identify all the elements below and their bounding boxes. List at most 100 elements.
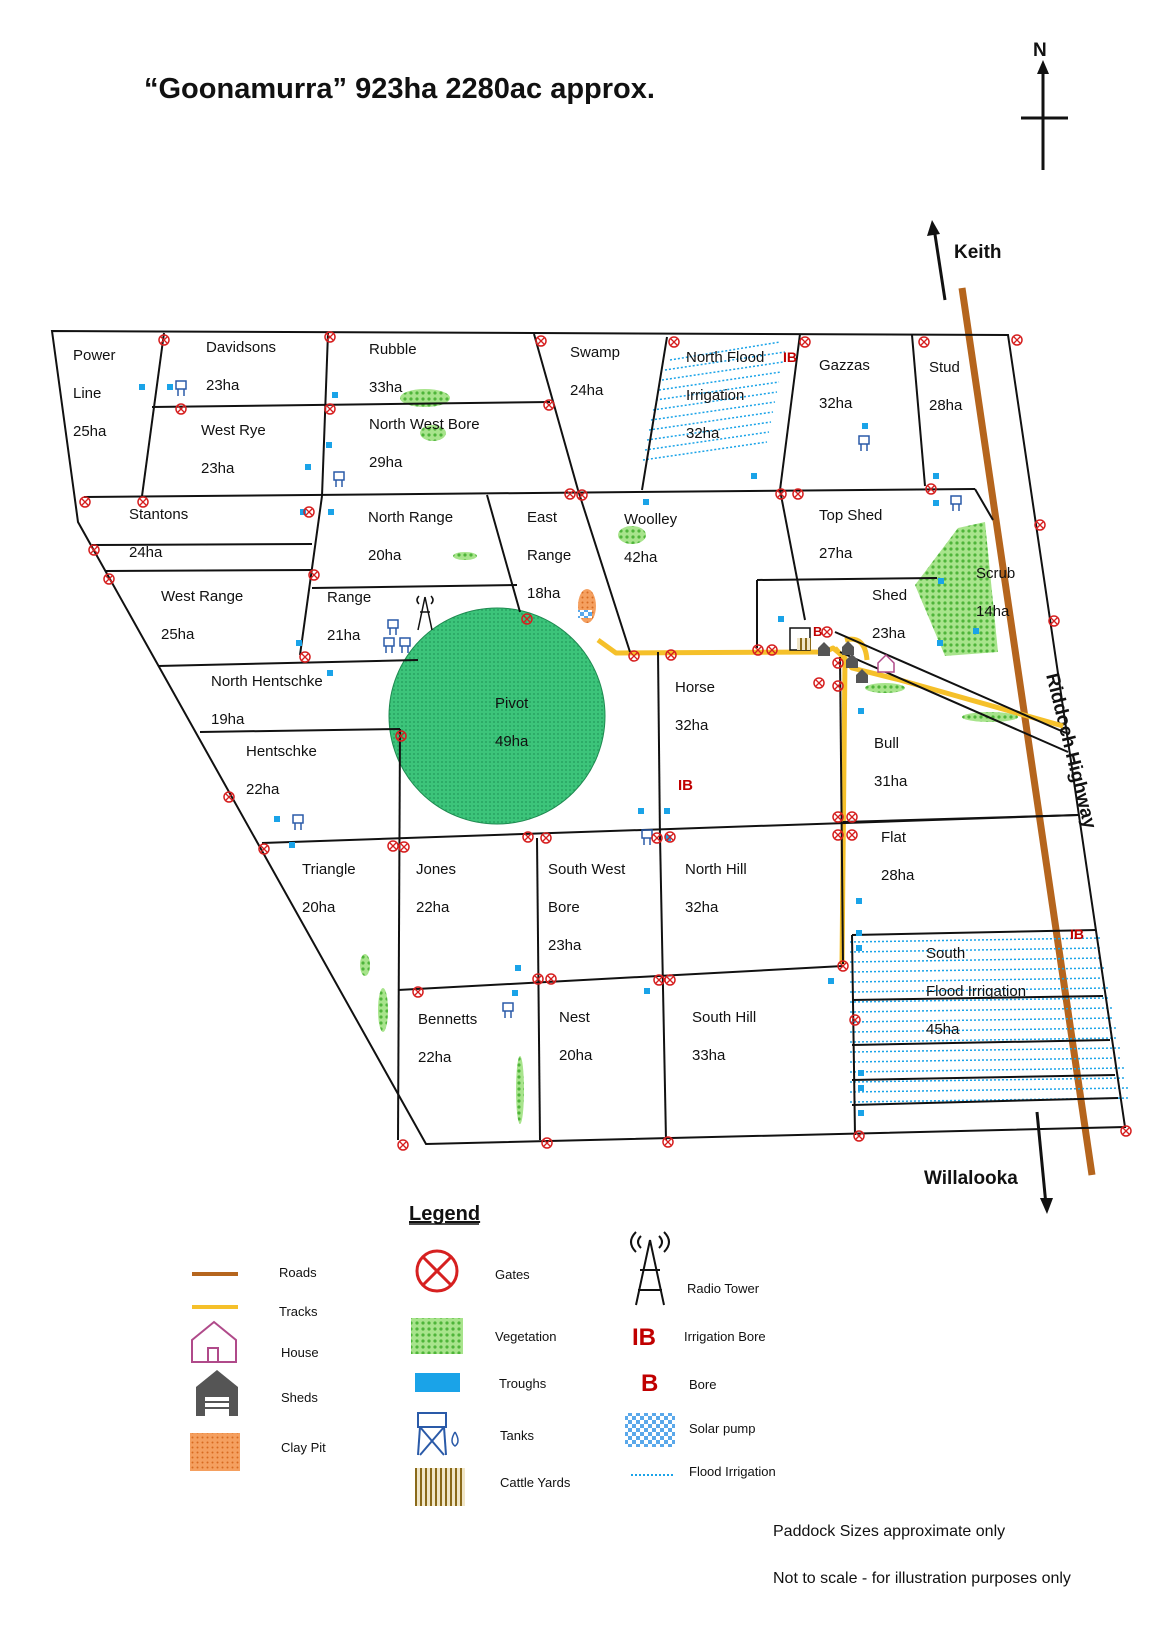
legend-flood-irrigation-label: Flood Irrigation: [689, 1464, 776, 1479]
gate-marker: [832, 657, 844, 669]
gate-marker: [223, 791, 235, 803]
legend-tracks-label: Tracks: [279, 1304, 318, 1319]
gate-marker: [766, 644, 778, 656]
paddock-north-flood-name2: Irrigation: [686, 387, 744, 404]
legend-house-label: House: [281, 1345, 319, 1360]
legend-sheds-label: Sheds: [281, 1390, 318, 1405]
paddock-jones-size: 22ha: [416, 899, 450, 916]
gate-marker: [541, 1137, 553, 1149]
paddock-north-flood-name: North Flood: [686, 349, 764, 366]
gate-marker: [832, 680, 844, 692]
gate-marker: [532, 973, 544, 985]
paddock-scrub-name: Scrub: [976, 565, 1015, 582]
gate-marker: [846, 829, 858, 841]
cattle-yards-icon: [415, 1468, 465, 1506]
paddock-labels: Power Line 25ha Davidsons 23ha Rubble 33…: [73, 339, 1026, 1066]
gate-marker: [303, 506, 315, 518]
paddock-bennetts-size: 22ha: [418, 1049, 452, 1066]
paddock-scrub-size: 14ha: [976, 603, 1010, 620]
paddock-gazzas-name: Gazzas: [819, 357, 870, 374]
gate-marker: [653, 974, 665, 986]
legend-heading: Legend: [409, 1203, 480, 1225]
willalooka-label: Willalooka: [924, 1168, 1018, 1189]
paddock-south-hill-size: 33ha: [692, 1047, 726, 1064]
gate-marker: [775, 488, 787, 500]
legend-cattle-yards-label: Cattle Yards: [500, 1475, 571, 1490]
gate-marker: [137, 496, 149, 508]
paddock-north-hentschke-name: North Hentschke: [211, 673, 323, 690]
paddock-power-line-size: 25ha: [73, 423, 107, 440]
legend: Legend Roads Tracks House Sheds Clay Pit…: [190, 1203, 776, 1506]
gate-marker: [853, 1130, 865, 1142]
house-icon: [191, 1320, 237, 1363]
gate-marker: [925, 483, 937, 495]
gate-marker: [752, 644, 764, 656]
paddock-horse-name: Horse: [675, 679, 715, 696]
paddock-north-west-bore-size: 29ha: [369, 454, 403, 471]
paddock-range-size: 21ha: [327, 627, 361, 644]
paddock-horse-size: 32ha: [675, 717, 709, 734]
legend-troughs-label: Troughs: [499, 1376, 547, 1391]
gate-marker: [821, 626, 833, 638]
gate-marker: [1011, 334, 1023, 346]
gate-marker: [158, 334, 170, 346]
paddock-swamp-size: 24ha: [570, 382, 604, 399]
b-marker-shed: B: [813, 624, 822, 639]
highway-label: Riddoch Highway: [1041, 671, 1100, 831]
gate-marker: [88, 544, 100, 556]
paddock-power-line-name2: Line: [73, 385, 101, 402]
gate-marker: [665, 649, 677, 661]
note-scale: Not to scale - for illustration purposes…: [773, 1570, 1071, 1587]
scrub-vegetation: [915, 522, 998, 656]
legend-bore-symbol: B: [641, 1370, 658, 1397]
pivot-circle: [388, 607, 606, 825]
gate-marker: [308, 569, 320, 581]
gate-marker: [813, 677, 825, 689]
gate-marker: [299, 651, 311, 663]
gates: [79, 331, 1132, 1151]
gate-marker: [324, 403, 336, 415]
paddock-bull-size: 31ha: [874, 773, 908, 790]
paddock-range-name: Range: [327, 589, 371, 606]
paddock-shed-size: 23ha: [872, 625, 906, 642]
paddock-west-range-name: West Range: [161, 588, 243, 605]
paddock-hentschke-size: 22ha: [246, 781, 280, 798]
paddock-north-hill-size: 32ha: [685, 899, 719, 916]
paddock-east-range-name: East: [527, 509, 558, 526]
shed-buildings: [789, 627, 895, 683]
tank-icon: [417, 1412, 459, 1456]
gate-marker: [324, 331, 336, 343]
gate-marker: [799, 336, 811, 348]
gate-marker: [545, 973, 557, 985]
gate-marker: [662, 1136, 674, 1148]
paddock-east-range-size: 18ha: [527, 585, 561, 602]
paddock-south-hill-name: South Hill: [692, 1009, 756, 1026]
gate-marker: [664, 974, 676, 986]
keith-label: Keith: [954, 242, 1002, 263]
gate-marker: [543, 399, 555, 411]
paddock-north-hill-name: North Hill: [685, 861, 747, 878]
gate-marker: [175, 403, 187, 415]
paddock-bull-name: Bull: [874, 735, 899, 752]
north-compass-icon: N: [1021, 40, 1068, 170]
radio-tower-icon: [416, 595, 434, 631]
note-sizes: Paddock Sizes approximate only: [773, 1523, 1005, 1540]
gate-marker: [849, 1014, 861, 1026]
paddock-woolley-name: Woolley: [624, 511, 678, 528]
paddock-south-flood-size: 45ha: [926, 1021, 960, 1038]
paddock-woolley-size: 42ha: [624, 549, 658, 566]
paddock-gazzas-size: 32ha: [819, 395, 853, 412]
paddock-west-rye-size: 23ha: [201, 460, 235, 477]
paddock-flat-size: 28ha: [881, 867, 915, 884]
gate-marker: [628, 650, 640, 662]
gate-marker: [651, 832, 663, 844]
paddock-nest-name: Nest: [559, 1009, 591, 1026]
paddock-flat-name: Flat: [881, 829, 907, 846]
paddock-rubble-name: Rubble: [369, 341, 417, 358]
paddock-north-hentschke-size: 19ha: [211, 711, 245, 728]
paddock-top-shed-size: 27ha: [819, 545, 853, 562]
paddock-nest-size: 20ha: [559, 1047, 593, 1064]
gate-marker: [832, 811, 844, 823]
paddock-stud-size: 28ha: [929, 397, 963, 414]
gate-marker: [535, 335, 547, 347]
